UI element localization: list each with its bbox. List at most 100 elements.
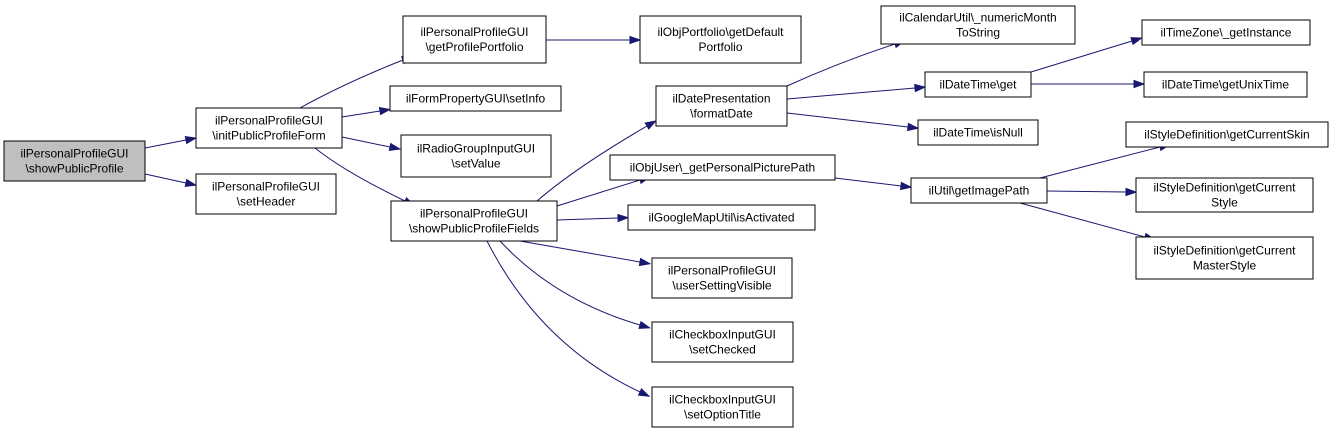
- node-set-checked[interactable]: ilCheckboxInputGUI\setChecked: [651, 321, 794, 363]
- node-init-public-profile-form[interactable]: ilPersonalProfileGUI\initPublicProfileFo…: [195, 107, 343, 149]
- node-label-line: ilStyleDefinition\getCurrent: [1153, 181, 1296, 195]
- edge-format-date-to-is-null: [786, 112, 920, 132]
- arrowhead: [638, 257, 652, 267]
- node-get-unix-time[interactable]: ilDateTime\getUnixTime: [1143, 71, 1308, 98]
- edge-format-date-to-date-time-get: [786, 83, 927, 100]
- node-user-setting-visible[interactable]: ilPersonalProfileGUI\userSettingVisible: [651, 257, 793, 299]
- node-label-line: ilCheckboxInputGUI: [669, 393, 776, 407]
- node-label-line: ilPersonalProfileGUI: [420, 207, 528, 221]
- arrowhead: [1133, 79, 1146, 89]
- node-box: [917, 119, 1039, 146]
- node-label-line: ilUtil\getImagePath: [929, 184, 1030, 198]
- node-box: [390, 200, 558, 242]
- nodes-layer: ilPersonalProfileGUI\showPublicProfileil…: [3, 5, 1329, 428]
- node-label-line: \showPublicProfile: [25, 162, 123, 176]
- node-is-null[interactable]: ilDateTime\isNull: [917, 119, 1039, 146]
- node-get-profile-portfolio[interactable]: ilPersonalProfileGUI\getProfilePortfolio: [402, 15, 547, 64]
- node-get-current-skin[interactable]: ilStyleDefinition\getCurrentSkin: [1125, 121, 1329, 148]
- node-box: [195, 173, 337, 215]
- node-box: [400, 134, 552, 178]
- edge-show-public-profile-fields-to-is-activated: [556, 213, 630, 223]
- node-format-date[interactable]: ilDatePresentation\formatDate: [655, 85, 788, 127]
- edges-layer: [144, 35, 1172, 397]
- node-label-line: \setValue: [451, 157, 500, 171]
- node-box: [639, 15, 802, 64]
- edge-show-public-profile-to-set-header: [144, 173, 198, 187]
- edge-init-public-profile-form-to-set-info: [341, 106, 392, 118]
- node-is-activated[interactable]: ilGoogleMapUtil\isActivated: [627, 204, 816, 231]
- node-box: [389, 85, 562, 112]
- node-label-line: ilObjPortfolio\getDefault: [657, 25, 784, 39]
- arrowhead: [637, 387, 651, 397]
- edge-show-public-profile-fields-to-format-date: [536, 120, 657, 202]
- node-box: [651, 386, 794, 428]
- node-label-line: ilFormPropertyGUI\setInfo: [406, 92, 546, 106]
- edge-show-public-profile-to-init-public-profile-form: [144, 135, 198, 149]
- edge-show-public-profile-fields-to-get-personal-picture-path: [556, 176, 651, 207]
- edge-init-public-profile-form-to-set-value: [341, 136, 402, 152]
- node-box: [880, 5, 1076, 45]
- node-label-line: ilObjUser\_getPersonalPicturePath: [630, 161, 815, 175]
- node-box: [1125, 121, 1329, 148]
- node-label-line: ilTimeZone\_getInstance: [1161, 26, 1292, 40]
- node-show-public-profile[interactable]: ilPersonalProfileGUI\showPublicProfile: [3, 140, 146, 182]
- node-label-line: ilStyleDefinition\getCurrent: [1153, 244, 1296, 258]
- arrowhead: [184, 135, 198, 145]
- node-get-image-path[interactable]: ilUtil\getImagePath: [910, 177, 1048, 204]
- node-label-line: \getProfilePortfolio: [425, 40, 523, 54]
- node-label-line: \setChecked: [689, 343, 756, 357]
- arrowhead: [184, 178, 198, 187]
- node-label-line: ilPersonalProfileGUI: [212, 180, 320, 194]
- node-label-line: ilRadioGroupInputGUI: [417, 142, 535, 156]
- node-box: [402, 15, 547, 64]
- edge-format-date-to-numeric-month-to-string: [786, 40, 906, 87]
- edge-date-time-get-to-get-instance: [1030, 37, 1144, 73]
- node-label-line: \formatDate: [690, 107, 753, 121]
- node-label-line: ilCalendarUtil\_numericMonth: [899, 11, 1056, 25]
- arrowhead: [629, 35, 642, 45]
- node-get-instance[interactable]: ilTimeZone\_getInstance: [1141, 19, 1311, 46]
- node-box: [651, 321, 794, 363]
- arrowhead: [899, 181, 913, 191]
- node-show-public-profile-fields[interactable]: ilPersonalProfileGUI\showPublicProfileFi…: [390, 200, 558, 242]
- edge-get-image-path-to-get-current-skin: [1039, 143, 1172, 179]
- node-label-line: ilPersonalProfileGUI: [668, 264, 776, 278]
- edge-show-public-profile-fields-to-set-option-title: [486, 240, 651, 397]
- node-box: [924, 71, 1032, 98]
- node-get-personal-picture-path[interactable]: ilObjUser\_getPersonalPicturePath: [609, 154, 836, 181]
- node-set-header[interactable]: ilPersonalProfileGUI\setHeader: [195, 173, 337, 215]
- node-label-line: \userSettingVisible: [672, 279, 771, 293]
- arrowhead: [617, 213, 630, 223]
- arrowhead: [388, 142, 402, 152]
- node-box: [195, 107, 343, 149]
- node-label-line: ilPersonalProfileGUI: [420, 25, 528, 39]
- node-set-info[interactable]: ilFormPropertyGUI\setInfo: [389, 85, 562, 112]
- arrowhead: [914, 83, 927, 93]
- edge-show-public-profile-fields-to-set-checked: [499, 240, 652, 329]
- arrowhead: [1130, 37, 1144, 46]
- node-label-line: \setHeader: [237, 195, 296, 209]
- node-set-value[interactable]: ilRadioGroupInputGUI\setValue: [400, 134, 552, 178]
- node-box: [3, 140, 146, 182]
- node-label-line: ilDateTime\get: [940, 78, 1018, 92]
- node-label-line: ilStyleDefinition\getCurrentSkin: [1144, 128, 1309, 142]
- node-label-line: MasterStyle: [1193, 259, 1257, 273]
- node-box: [1135, 236, 1314, 280]
- node-label-line: Portfolio: [698, 40, 742, 54]
- node-box: [910, 177, 1048, 204]
- node-set-option-title[interactable]: ilCheckboxInputGUI\setOptionTitle: [651, 386, 794, 428]
- arrowhead: [907, 122, 920, 132]
- node-label-line: ilPersonalProfileGUI: [215, 114, 323, 128]
- node-label-line: ilCheckboxInputGUI: [669, 328, 776, 342]
- edge-get-image-path-to-get-current-style: [1046, 187, 1138, 197]
- node-label-line: Style: [1211, 196, 1238, 210]
- node-label-line: \setOptionTitle: [684, 408, 761, 422]
- edge-get-profile-portfolio-to-get-default-portfolio: [546, 35, 642, 45]
- node-label-line: ilDateTime\getUnixTime: [1162, 78, 1289, 92]
- node-date-time-get[interactable]: ilDateTime\get: [924, 71, 1032, 98]
